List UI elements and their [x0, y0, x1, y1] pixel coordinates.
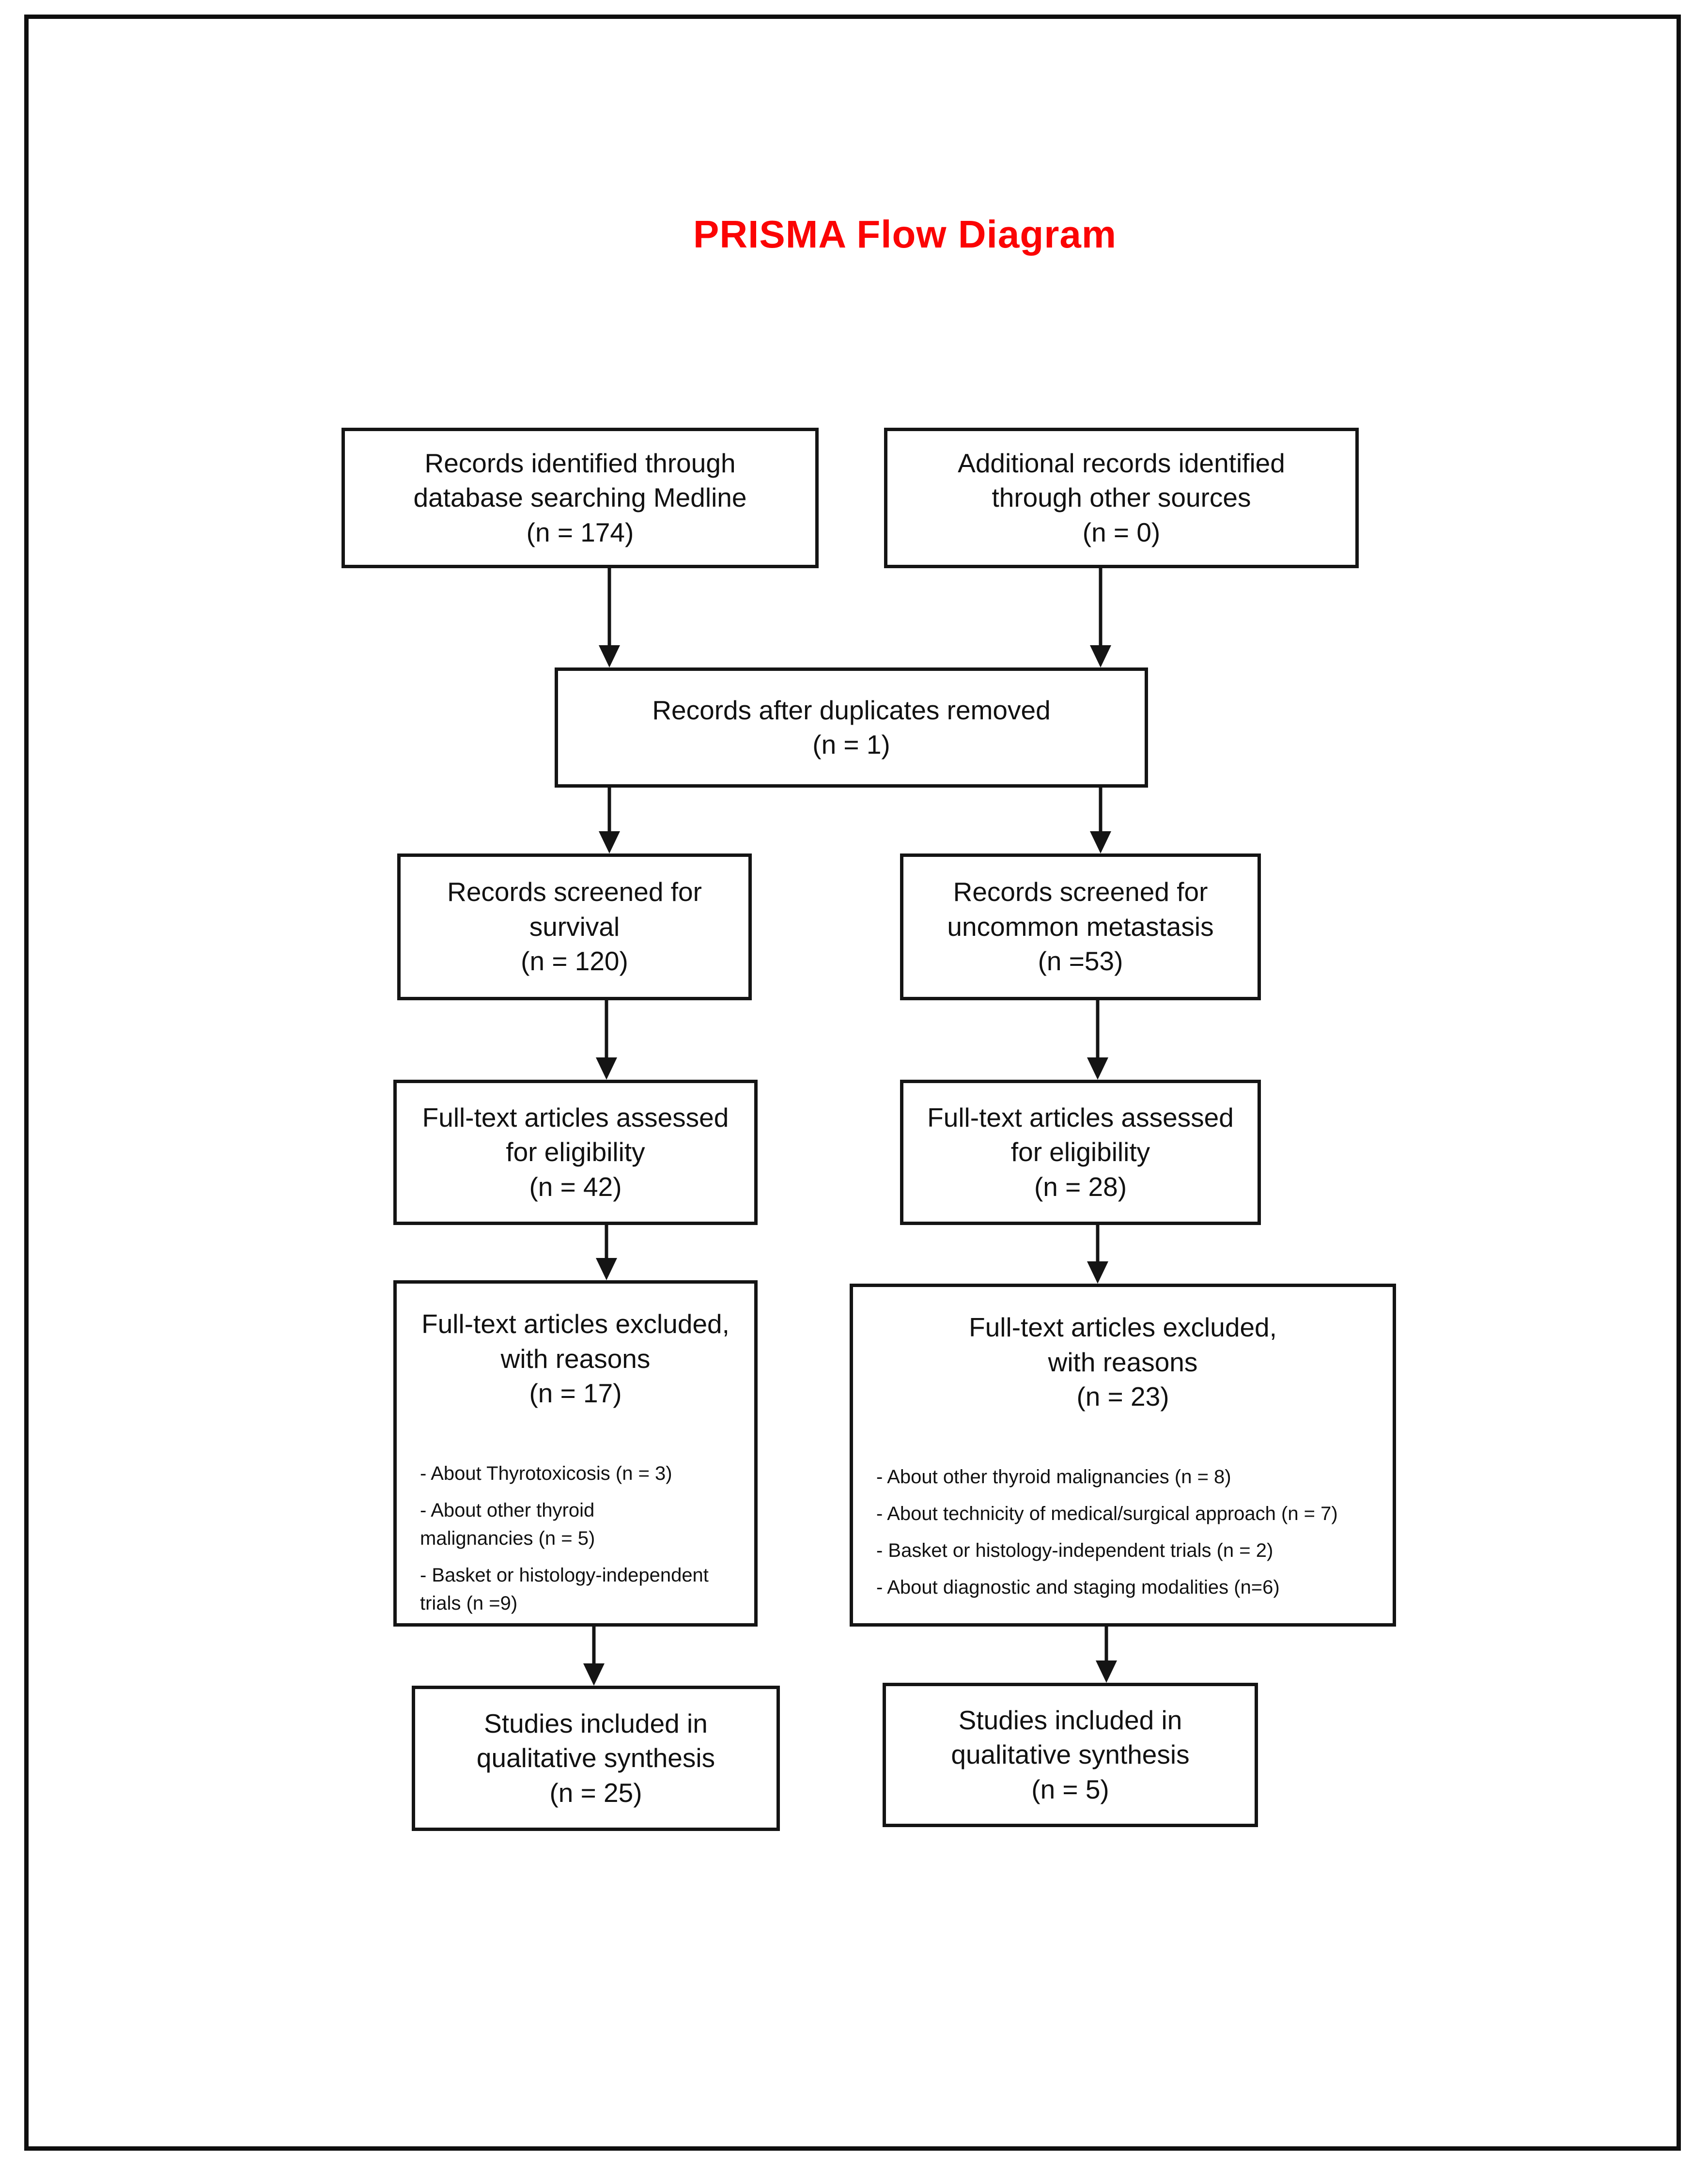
text-line: - Basket or histology-independent — [420, 1564, 709, 1586]
text-line: - About other thyroid malignancies (n = … — [876, 1466, 1231, 1488]
exclusion-reason: - About technicity of medical/surgical a… — [876, 1500, 1388, 1528]
text-line: through other sources — [992, 482, 1251, 513]
text-line: for eligibility — [1010, 1137, 1150, 1167]
text-line: - About technicity of medical/surgical a… — [876, 1503, 1338, 1524]
text-line: Records after duplicates removed — [652, 695, 1051, 725]
text-line: with reasons — [500, 1343, 651, 1374]
arrowhead-down-icon — [1090, 645, 1111, 667]
text-line: Full-text articles excluded, — [969, 1312, 1277, 1342]
arrow-shaft — [1104, 1627, 1108, 1664]
text-line: trials (n =9) — [420, 1592, 518, 1614]
text-line: qualitative synthesis — [951, 1739, 1190, 1770]
arrowhead-down-icon — [1087, 1057, 1108, 1080]
text-line: database searching Medline — [413, 482, 747, 513]
text-line: (n = 0) — [1082, 517, 1161, 547]
text-line: Records screened for — [447, 877, 702, 907]
box-studies-included-survival: Studies included in qualitative synthesi… — [412, 1686, 780, 1831]
arrowhead-down-icon — [596, 1258, 617, 1280]
page-border-frame — [24, 15, 1681, 2151]
arrow-screened-to-fulltext-metastasis — [1087, 1000, 1108, 1080]
exclusion-reason-list: - About Thyrotoxicosis (n = 3) - About o… — [397, 1459, 754, 1624]
text-line: uncommon metastasis — [947, 911, 1214, 942]
box-fulltext-assessed-metastasis: Full-text articles assessed for eligibil… — [900, 1080, 1261, 1225]
arrow-identified-database-to-duplicates — [599, 568, 620, 667]
arrow-excluded-to-included-metastasis — [1096, 1627, 1117, 1683]
arrow-duplicates-to-screened-metastasis — [1090, 788, 1111, 853]
box-records-after-duplicates: Records after duplicates removed (n = 1) — [555, 667, 1148, 788]
text-line: (n = 17) — [529, 1378, 622, 1408]
box-header: Full-text articles excluded, with reason… — [397, 1307, 754, 1411]
exclusion-reason: - About other thyroid malignancies (n = … — [876, 1463, 1388, 1491]
arrowhead-down-icon — [599, 831, 620, 853]
exclusion-reason-list: - About other thyroid malignancies (n = … — [853, 1463, 1393, 1610]
arrow-shaft — [607, 788, 611, 835]
text-line: (n = 28) — [1034, 1171, 1127, 1202]
arrow-screened-to-fulltext-survival — [596, 1000, 617, 1080]
text-line: survival — [529, 911, 620, 942]
text-line: Full-text articles assessed — [422, 1102, 729, 1133]
text-line: (n =53) — [1038, 946, 1123, 977]
box-studies-included-metastasis: Studies included in qualitative synthesi… — [883, 1683, 1258, 1827]
exclusion-reason: - About other thyroid malignancies (n = … — [420, 1496, 749, 1552]
text-line: - About diagnostic and staging modalitie… — [876, 1576, 1280, 1598]
arrow-shaft — [607, 568, 611, 649]
arrow-shaft — [605, 1225, 608, 1262]
arrow-shaft — [1099, 568, 1102, 649]
arrowhead-down-icon — [596, 1057, 617, 1080]
text-line: Records screened for — [953, 877, 1208, 907]
box-records-screened-survival: Records screened for survival (n = 120) — [397, 853, 752, 1000]
text-line: Records identified through — [424, 448, 736, 478]
arrowhead-down-icon — [583, 1663, 605, 1686]
diagram-title: PRISMA Flow Diagram — [693, 213, 1117, 256]
box-records-identified-database: Records identified through database sear… — [342, 428, 819, 568]
arrow-identified-other-to-duplicates — [1090, 568, 1111, 667]
text-line: malignancies (n = 5) — [420, 1527, 595, 1549]
arrow-fulltext-to-excluded-metastasis — [1087, 1225, 1108, 1284]
text-line: - About other thyroid — [420, 1499, 595, 1521]
box-fulltext-excluded-metastasis: Full-text articles excluded, with reason… — [850, 1284, 1396, 1627]
text-line: (n = 1) — [812, 729, 890, 760]
arrow-duplicates-to-screened-survival — [599, 788, 620, 853]
text-line: (n = 174) — [526, 517, 634, 547]
box-fulltext-excluded-survival: Full-text articles excluded, with reason… — [393, 1280, 758, 1627]
arrow-shaft — [1096, 1000, 1100, 1061]
text-line: Full-text articles assessed — [927, 1102, 1234, 1133]
text-line: Studies included in — [484, 1708, 708, 1738]
arrow-shaft — [1096, 1225, 1100, 1265]
exclusion-reason: - About diagnostic and staging modalitie… — [876, 1573, 1388, 1601]
text-line: Full-text articles excluded, — [421, 1309, 730, 1339]
arrow-fulltext-to-excluded-survival — [596, 1225, 617, 1280]
exclusion-reason: - About Thyrotoxicosis (n = 3) — [420, 1459, 749, 1488]
box-fulltext-assessed-survival: Full-text articles assessed for eligibil… — [393, 1080, 758, 1225]
text-line: (n = 5) — [1031, 1774, 1109, 1804]
text-line: Additional records identified — [958, 448, 1285, 478]
exclusion-reason: - Basket or histology-independent trials… — [876, 1536, 1388, 1565]
arrow-shaft — [1099, 788, 1102, 835]
text-line: qualitative synthesis — [476, 1743, 715, 1773]
text-line: - Basket or histology-independent trials… — [876, 1539, 1273, 1561]
text-line: for eligibility — [506, 1137, 645, 1167]
arrow-shaft — [592, 1627, 596, 1667]
box-records-screened-metastasis: Records screened for uncommon metastasis… — [900, 853, 1261, 1000]
text-line: Studies included in — [958, 1705, 1182, 1735]
text-line: (n = 42) — [529, 1171, 622, 1202]
box-header: Full-text articles excluded, with reason… — [853, 1310, 1393, 1414]
arrowhead-down-icon — [1096, 1660, 1117, 1683]
text-line: - About Thyrotoxicosis (n = 3) — [420, 1462, 672, 1484]
arrow-excluded-to-included-survival — [583, 1627, 605, 1686]
text-line: with reasons — [1048, 1347, 1198, 1377]
text-line: (n = 25) — [549, 1777, 642, 1808]
box-records-identified-other: Additional records identified through ot… — [884, 428, 1359, 568]
arrowhead-down-icon — [1090, 831, 1111, 853]
arrow-shaft — [605, 1000, 608, 1061]
exclusion-reason: - Basket or histology-independent trials… — [420, 1561, 749, 1617]
text-line: (n = 23) — [1076, 1381, 1169, 1412]
arrowhead-down-icon — [599, 645, 620, 667]
text-line: (n = 120) — [521, 946, 628, 977]
arrowhead-down-icon — [1087, 1261, 1108, 1284]
